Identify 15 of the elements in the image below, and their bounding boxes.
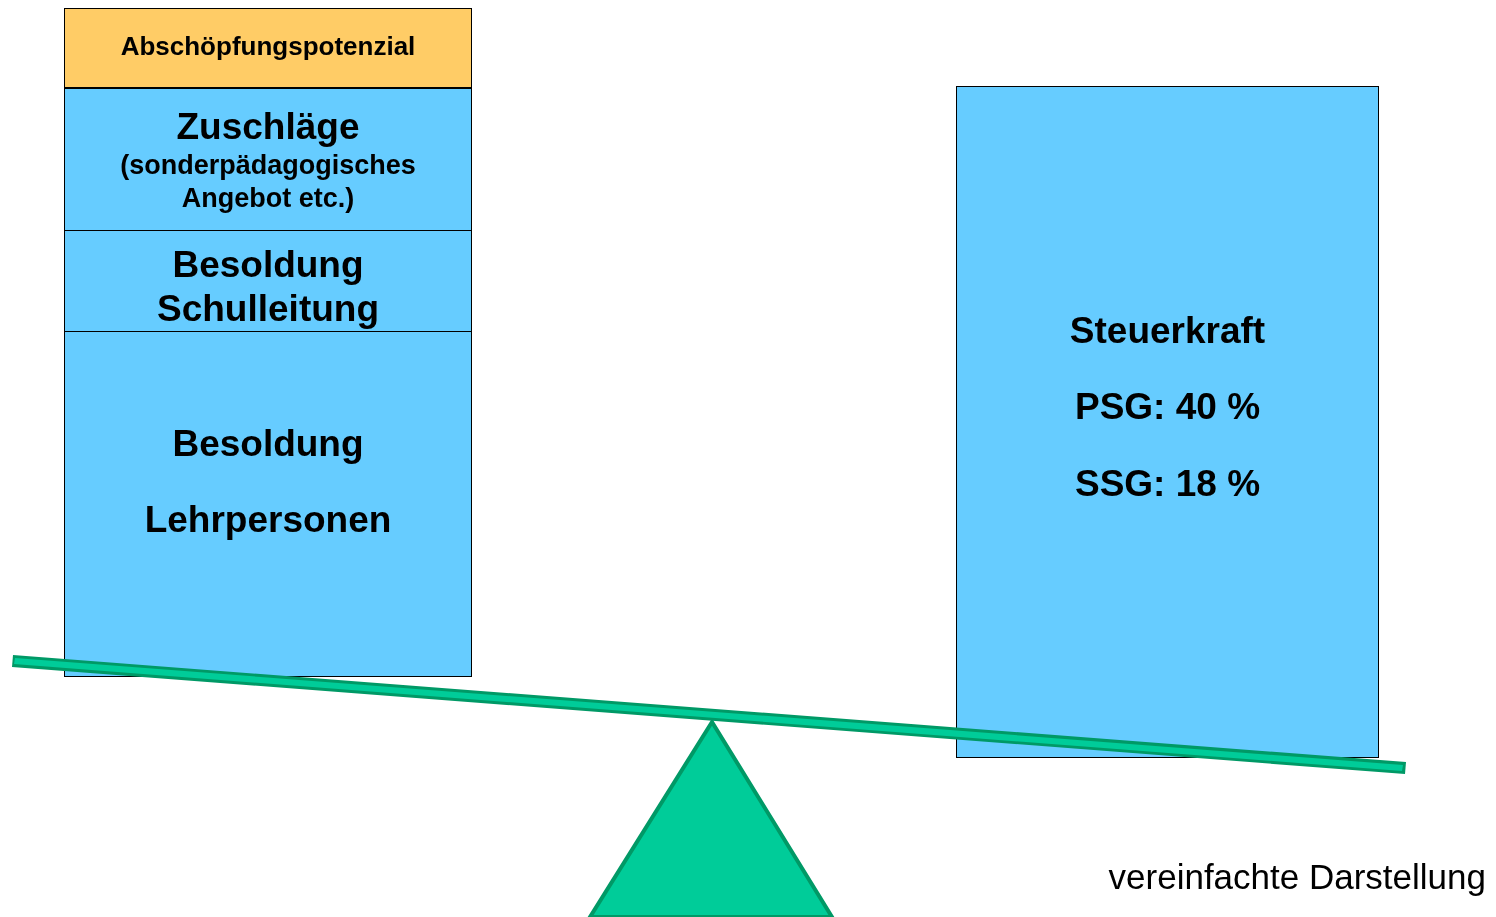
- header-box: [64, 8, 472, 88]
- box-heading: Besoldung Schulleitung: [156, 243, 380, 332]
- stacked-box: [64, 230, 472, 332]
- stacked-box: [64, 88, 472, 231]
- weight-box: [956, 86, 1379, 758]
- box-text: PSG: 40 %: [1074, 385, 1261, 430]
- box-text: Besoldung: [172, 422, 364, 466]
- box-heading: Zuschläge: [176, 105, 360, 149]
- box-text: SSG: 18 %: [1074, 461, 1261, 506]
- stacked-box: [64, 331, 472, 677]
- box-text: Lehrpersonen: [144, 498, 392, 543]
- box-text: Steuerkraft: [1069, 309, 1266, 353]
- box-heading: Abschöpfungspotenzial: [120, 31, 416, 63]
- note-text: vereinfachte Darstellung: [1108, 857, 1486, 897]
- box-subtext: (sonderpädagogisches Angebot etc.): [119, 149, 417, 215]
